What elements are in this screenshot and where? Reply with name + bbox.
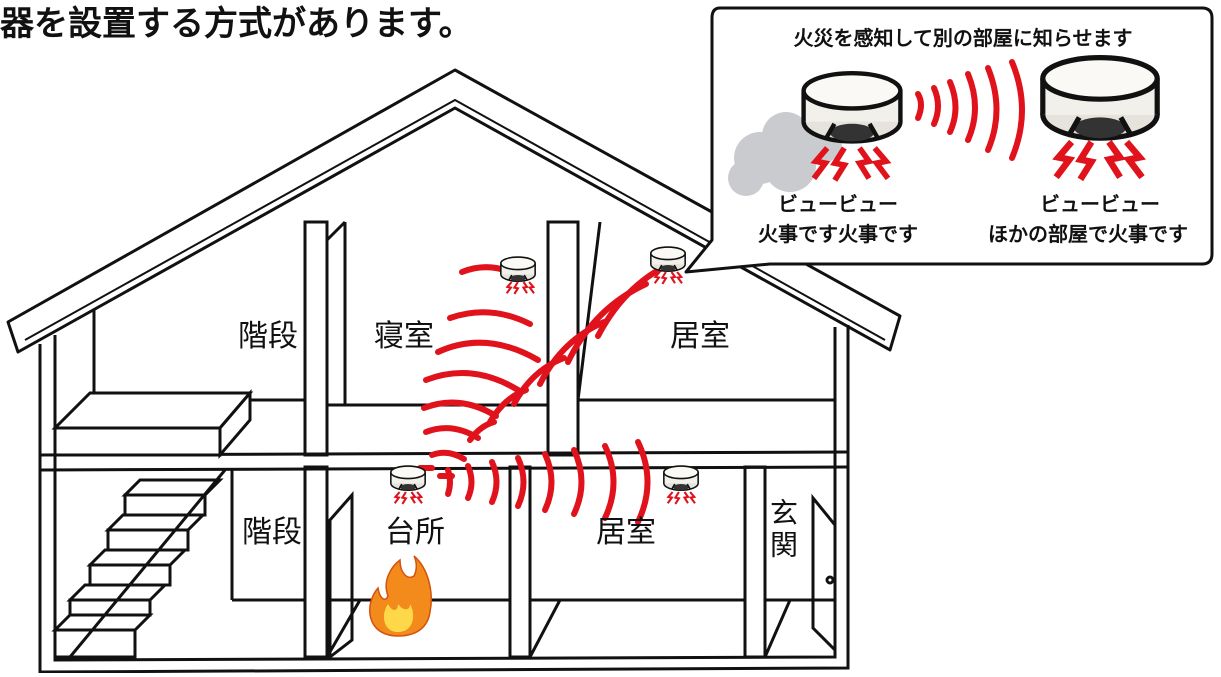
right-alarm-voice: ほかの部屋で火事です — [988, 222, 1188, 246]
signal-wave-icon — [445, 439, 651, 525]
room-label-bedroom: 寝室 — [374, 319, 434, 354]
room-label-kitchen: 台所 — [385, 515, 445, 550]
smoke-detector-icon — [1043, 58, 1157, 139]
room-label-upper-stairs: 階段 — [238, 319, 298, 354]
room-label-entrance: 玄関 — [766, 498, 799, 562]
left-alarm-voice: 火事です火事です — [758, 222, 918, 246]
room-label-lower-stairs: 階段 — [242, 515, 302, 550]
left-alarm-sound: ビュービュー — [778, 192, 898, 216]
room-label-lower-living: 居室 — [596, 515, 656, 550]
alarm-bolts-icon — [666, 490, 697, 505]
staircase — [51, 469, 227, 659]
smoke-detector-icon — [500, 256, 536, 283]
alarm-bolts-icon — [505, 280, 536, 295]
house-walls — [38, 220, 850, 674]
smoke-detector-icon — [390, 465, 426, 492]
signal-wave-icon — [467, 265, 665, 443]
smoke-detector-icon — [804, 73, 901, 141]
room-label-upper-living: 居室 — [670, 319, 730, 354]
alarm-bolts-icon — [393, 490, 424, 505]
flame-icon — [369, 555, 432, 637]
page-heading: 器を設置する方式があります。 — [0, 4, 473, 44]
smoke-detector-icon — [650, 246, 686, 273]
callout-title: 火災を感知して別の部屋に知らせます — [793, 26, 1133, 50]
alarm-bolts-icon — [653, 270, 684, 285]
right-alarm-sound: ビュービュー — [1040, 192, 1160, 216]
smoke-detector-icon — [663, 465, 699, 492]
signal-wave-icon — [915, 59, 1025, 161]
